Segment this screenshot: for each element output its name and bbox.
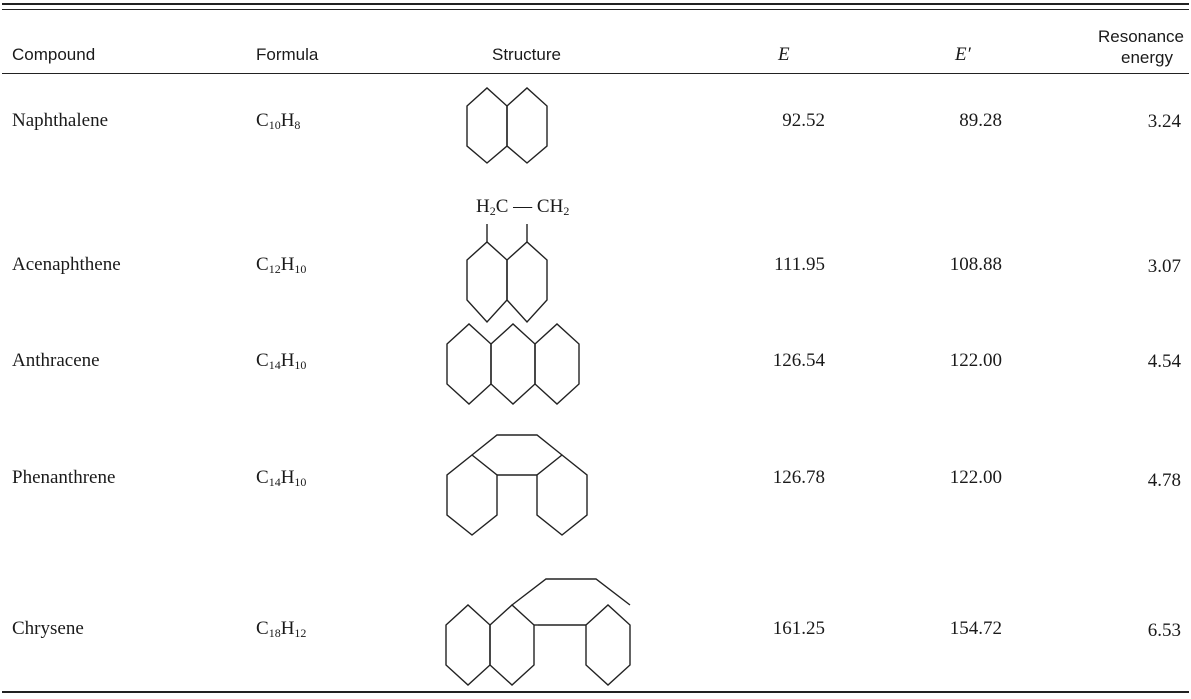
e-prime-value: 122.00 — [949, 467, 1002, 488]
compound-name: Chrysene — [12, 618, 84, 639]
formula: C10H8 — [256, 110, 300, 136]
naphthalene-structure — [466, 87, 587, 164]
bridge-ch: CH — [536, 196, 564, 217]
formula-c-count: 12 — [268, 262, 281, 276]
phenanthrene-structure — [446, 425, 617, 540]
acenaphthene-structure — [466, 224, 587, 324]
resonance-value: 4.54 — [1147, 351, 1181, 372]
formula: C14H10 — [256, 350, 306, 376]
formula-h-count: 10 — [294, 358, 307, 372]
formula-c-count: 10 — [268, 118, 281, 132]
formula-c: C — [256, 254, 269, 275]
formula-h-count: 12 — [294, 626, 307, 640]
formula: C14H10 — [256, 467, 306, 493]
resonance-value: 3.07 — [1147, 256, 1181, 277]
top-rule-thin — [2, 9, 1189, 10]
formula-h: H — [280, 467, 295, 488]
formula: C18H12 — [256, 618, 306, 644]
resonance-value: 4.78 — [1147, 470, 1181, 491]
e-prime-value: 89.28 — [959, 110, 1002, 131]
ch2-bridge-label: H2C — CH2 — [476, 196, 569, 219]
bridge-bond: — — [513, 196, 533, 217]
formula-c: C — [256, 618, 269, 639]
formula-h: H — [280, 350, 295, 371]
e-value: 126.54 — [772, 350, 825, 371]
formula-h-count: 10 — [294, 475, 307, 489]
e-value: 92.52 — [782, 110, 825, 131]
compound-name: Phenanthrene — [12, 467, 116, 488]
header-resonance-line2: energy — [1121, 48, 1173, 67]
formula-h: H — [280, 110, 295, 131]
e-prime-value: 108.88 — [949, 254, 1002, 275]
compound-name: Acenaphthene — [12, 254, 121, 275]
formula-h-count: 8 — [294, 118, 301, 132]
e-prime-value: 122.00 — [949, 350, 1002, 371]
bottom-rule — [2, 691, 1189, 693]
header-e-prime: E′ — [955, 44, 971, 65]
formula-c: C — [256, 350, 269, 371]
bridge-h-count: 2 — [489, 204, 496, 218]
resonance-value: 3.24 — [1147, 111, 1181, 132]
resonance-value: 6.53 — [1147, 620, 1181, 641]
chrysene-structure — [445, 577, 636, 687]
bridge-c: C — [495, 196, 509, 217]
header-formula: Formula — [256, 45, 319, 64]
e-prime-value: 154.72 — [949, 618, 1002, 639]
bridge-ch-count: 2 — [563, 204, 570, 218]
formula: C12H10 — [256, 254, 306, 280]
bridge-h: H — [476, 196, 490, 217]
compound-name: Naphthalene — [12, 110, 109, 131]
formula-c-count: 14 — [268, 358, 281, 372]
compound-name: Anthracene — [12, 350, 100, 371]
e-value: 126.78 — [772, 467, 825, 488]
formula-h: H — [280, 254, 295, 275]
formula-c: C — [256, 467, 269, 488]
header-compound: Compound — [12, 45, 96, 64]
formula-h-count: 10 — [294, 262, 307, 276]
e-value: 161.25 — [772, 618, 825, 639]
top-rule-thick — [2, 3, 1189, 5]
header-rule — [2, 73, 1189, 74]
formula-h: H — [280, 618, 295, 639]
anthracene-structure — [446, 323, 607, 405]
header-resonance-line1: Resonance — [1098, 27, 1185, 46]
formula-c-count: 14 — [268, 475, 281, 489]
e-value: 111.95 — [774, 254, 825, 275]
formula-c-count: 18 — [268, 626, 281, 640]
header-e: E — [778, 44, 790, 65]
header-structure: Structure — [492, 45, 561, 64]
formula-c: C — [256, 110, 269, 131]
